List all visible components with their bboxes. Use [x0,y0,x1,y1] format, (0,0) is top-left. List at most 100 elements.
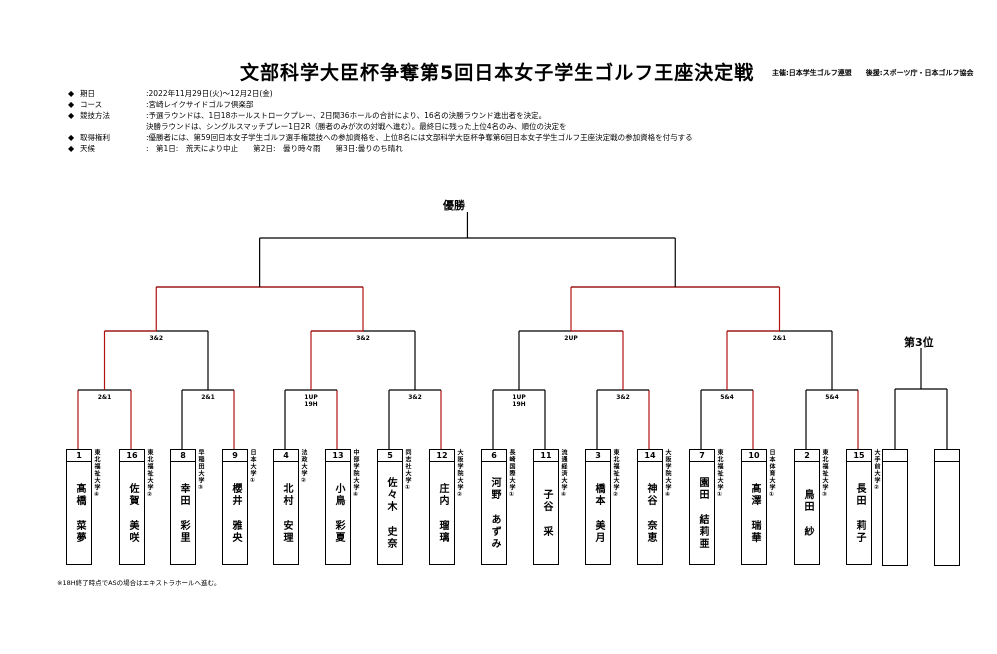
player-name-box: 橋本 美月 [585,461,611,565]
player-name: 幸田 彩里 [178,482,189,544]
player-name: 鳥田 紗 [802,488,813,538]
round1-result: 5&4 [825,394,839,401]
round2-result: 2UP [564,335,578,342]
player-name-box: 北村 安理 [273,461,299,565]
footnote: ※18H終了時点でASの場合はエキストラホールへ進む。 [57,579,221,587]
player-school: 長崎国際大学① [508,449,515,499]
player-entry: 10 髙澤 瑞華 日本体育大学① [741,449,775,565]
player-school: 大阪学院大学② [456,449,463,499]
diamond-icon: ◆ [68,100,75,109]
player-name: 庄内 瑠璃 [437,482,448,544]
player-school: 東北福祉大学④ [93,449,100,499]
third-place-slot [934,449,960,566]
player-seed: 15 [846,449,872,462]
player-school: 東北福祉大学① [716,449,723,499]
player-name: 櫻井 雅央 [230,482,241,544]
diamond-icon: ◆ [68,111,75,120]
player-name: 北村 安理 [281,482,292,544]
info-row-format: ◆ 競技方法 :予選ラウンドは、1日18ホールストロークプレー、2日間36ホールの合… [68,110,693,121]
player-school: 大手前大学② [873,449,880,492]
sponsor-text: 主催:日本学生ゴルフ連盟 後援:スポーツ庁・日本ゴルフ協会 [772,69,974,77]
player-name: 園田 結莉亜 [697,476,708,550]
player-school: 日本体育大学① [768,449,775,499]
info-value: :2022年11月29日(火)～12月2日(金) [146,89,273,98]
player-entry: 4 北村 安理 法政大学② [273,449,307,565]
info-row-rights: ◆ 取得権利 :優勝者には、第59回日本女子学生ゴルフ選手権競技への参加資格を、上位… [68,132,693,143]
player-name-box: 佐々木 史奈 [377,461,403,565]
player-school: 東北福祉大学② [612,449,619,499]
round2-result: 3&2 [149,335,164,342]
player-name-box: 鳥田 紗 [794,461,820,565]
player-name: 河野 あずみ [489,476,500,550]
info-value: :宮崎レイクサイドゴルフ倶楽部 [146,100,254,109]
info-value: :優勝者には、第59回日本女子学生ゴルフ選手権競技への参加資格を、上位8名には文… [146,133,693,142]
info-value-continued: 決勝ラウンドは、シングルスマッチプレー1日2R（勝者のみが次の対戦へ進む）。最終… [146,122,567,131]
player-name: 佐賀 美咲 [127,482,138,544]
third-place-slot [882,449,908,566]
round2-result: 2&1 [772,335,787,342]
champion-label: 優勝 [443,199,465,212]
player-name-box: 庄内 瑠璃 [429,461,455,565]
player-seed: 13 [325,449,351,462]
player-seed: 2 [794,449,820,462]
player-name: 長田 莉子 [854,482,865,544]
player-seed: 12 [429,449,455,462]
player-name: 小鳥 彩夏 [333,482,344,544]
player-seed: 4 [273,449,299,462]
player-school: 東北福祉大学③ [821,449,828,499]
player-name-box: 幸田 彩里 [170,461,196,565]
player-name-box: 佐賀 美咲 [119,461,145,565]
info-row-weather: ◆ 天候 : 第1日: 荒天により中止 第2日: 曇り時々雨 第3日:曇りのち晴れ [68,143,693,154]
player-school: 日本大学① [249,449,256,485]
player-seed: 5 [377,449,403,462]
player-seed: 14 [637,449,663,462]
diamond-icon: ◆ [68,133,75,142]
info-value: :予選ラウンドは、1日18ホールストロークプレー、2日間36ホールの合計により、… [146,111,547,120]
player-name-box: 子谷 采 [533,461,559,565]
diamond-icon: ◆ [68,89,75,98]
info-label: 競技方法 [80,111,110,120]
info-label: 期日 [80,89,95,98]
player-name-box: 河野 あずみ [481,461,507,565]
info-label: 取得権利 [80,133,110,142]
info-label: 天候 [80,144,95,153]
third-place-label: 第3位 [904,336,934,349]
player-seed: 1 [66,449,92,462]
player-school: 中部学院大学④ [352,449,359,499]
player-entry: 9 櫻井 雅央 日本大学① [222,449,256,565]
round1-result: 2&1 [97,394,112,401]
info-value: : 第1日: 荒天により中止 第2日: 曇り時々雨 第3日:曇りのち晴れ [146,144,403,153]
page-title: 文部科学大臣杯争奪第5回日本女子学生ゴルフ王座決定戦 [240,62,755,84]
round2-result: 3&2 [356,335,370,342]
player-seed: 10 [741,449,767,462]
player-name: 佐々木 史奈 [385,476,396,550]
player-seed: 3 [585,449,611,462]
round1-result: 3&2 [408,394,422,401]
player-name-box: 髙澤 瑞華 [741,461,767,565]
player-entry: 2 鳥田 紗 東北福祉大学③ [794,449,828,565]
info-row-date: ◆ 期日 :2022年11月29日(火)～12月2日(金) [68,88,693,99]
info-label: コース [80,100,103,109]
info-row-course: ◆ コース :宮崎レイクサイドゴルフ倶楽部 [68,99,693,110]
round1-result: 3&2 [616,394,630,401]
diamond-icon: ◆ [68,144,75,153]
player-seed: 9 [222,449,248,462]
player-name-box: 神谷 奈恵 [637,461,663,565]
player-name: 髙澤 瑞華 [749,482,760,544]
player-school: 法政大学② [300,449,307,485]
player-entry: 12 庄内 瑠璃 大阪学院大学② [429,449,463,565]
round1-result: 5&4 [720,394,734,401]
player-entry: 13 小鳥 彩夏 中部学院大学④ [325,449,359,565]
info-block: ◆ 期日 :2022年11月29日(火)～12月2日(金) ◆ コース :宮崎レイクサイ… [68,88,693,154]
